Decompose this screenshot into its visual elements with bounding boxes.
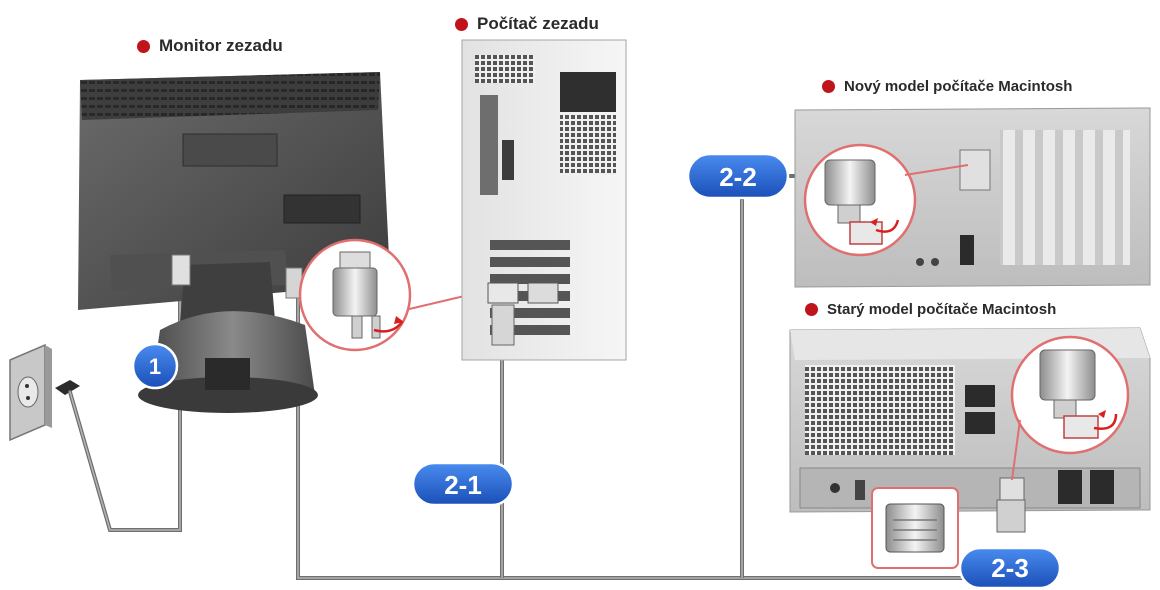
label-mac-new: Nový model počítače Macintosh [822, 78, 1072, 95]
pc-tower-illustration [461, 39, 627, 361]
label-mac-old-text: Starý model počítače Macintosh [827, 301, 1057, 318]
bullet-icon [805, 303, 818, 316]
wall-socket-icon [9, 343, 80, 442]
badge-2-2-text: 2-2 [719, 162, 757, 192]
badge-1: 1 [131, 342, 179, 390]
label-pc-rear: Počítač zezadu [455, 14, 599, 34]
badge-1-text: 1 [149, 354, 161, 379]
badge-2-1-text: 2-1 [444, 470, 482, 500]
monitor-rear-illustration [78, 72, 390, 413]
dsub-callout [298, 238, 491, 352]
bullet-icon [822, 80, 835, 93]
bullet-icon [137, 39, 150, 53]
bullet-icon [455, 17, 468, 31]
label-mac-old: Starý model počítače Macintosh [805, 301, 1056, 318]
mac-new-illustration [794, 107, 1151, 288]
label-mac-new-text: Nový model počítače Macintosh [844, 78, 1073, 95]
badge-2-1: 2-1 [411, 461, 515, 507]
label-monitor-text: Monitor zezadu [159, 36, 283, 55]
badge-2-2: 2-2 [686, 152, 790, 200]
mac-old-illustration [789, 327, 1151, 569]
badge-2-3-text: 2-3 [991, 553, 1029, 583]
label-pc-text: Počítač zezadu [477, 14, 599, 33]
badge-2-3: 2-3 [958, 546, 1062, 590]
label-monitor-rear: Monitor zezadu [137, 36, 283, 56]
